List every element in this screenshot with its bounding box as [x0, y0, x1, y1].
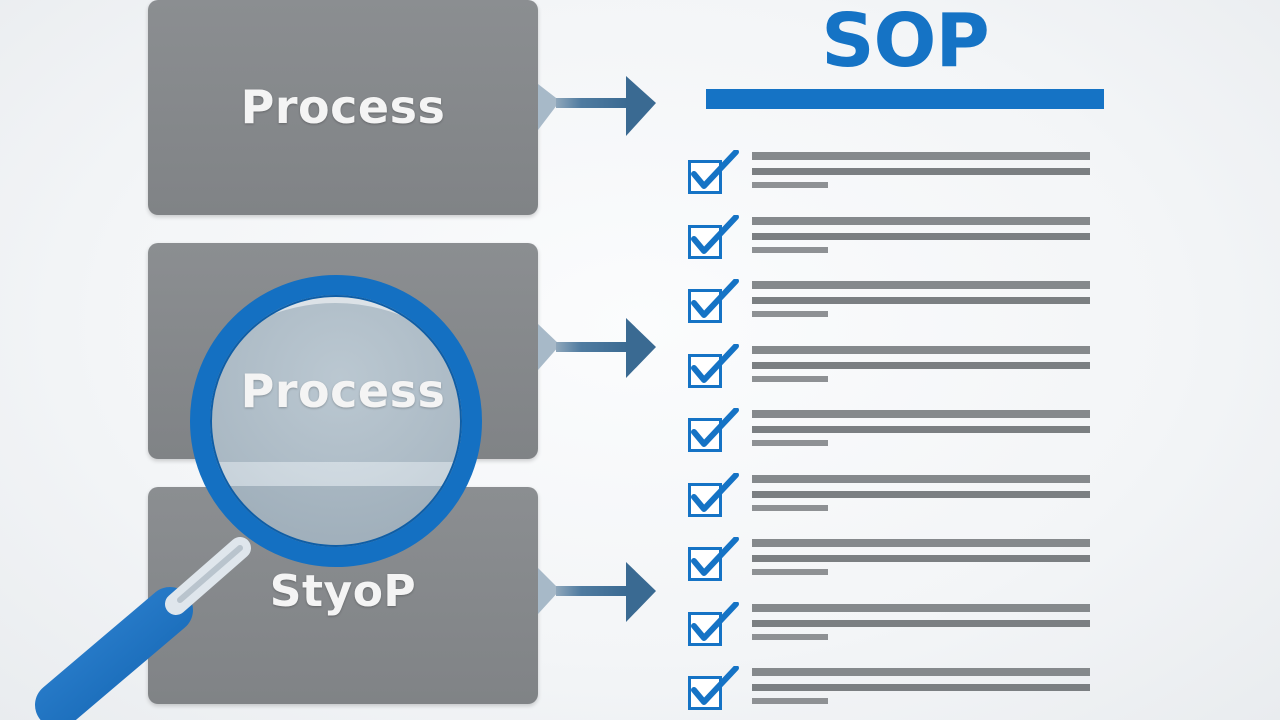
- checklist-item: [686, 537, 1096, 585]
- text-line-placeholder: [752, 619, 1090, 627]
- sop-title: SOP: [821, 0, 989, 84]
- text-line-placeholder: [752, 345, 1090, 354]
- arrow-right-icon: [538, 76, 656, 136]
- process-box-1-label: Process: [240, 80, 446, 134]
- text-line-placeholder: [752, 410, 1090, 418]
- checklist-item: [686, 666, 1096, 714]
- text-line-placeholder: [752, 539, 1090, 547]
- text-line-placeholder: [752, 361, 1090, 369]
- text-line-placeholder: [752, 440, 828, 446]
- text-line-placeholder: [752, 668, 1090, 676]
- text-line-placeholder: [752, 490, 1090, 498]
- check-mark-icon: [691, 343, 739, 383]
- text-line-placeholder: [752, 569, 828, 575]
- text-line-placeholder: [752, 603, 1090, 612]
- text-line-placeholder: [752, 168, 1090, 175]
- text-line-placeholder: [752, 182, 828, 188]
- text-line-placeholder: [752, 504, 828, 511]
- text-line-placeholder: [752, 232, 1090, 240]
- check-mark-icon: [691, 214, 739, 254]
- process-box-2-label: Process: [240, 364, 446, 418]
- check-mark-icon: [691, 601, 739, 641]
- text-line-placeholder: [752, 297, 1090, 304]
- checklist-item: [686, 601, 1096, 650]
- checklist-item: [686, 343, 1096, 392]
- text-line-placeholder: [752, 281, 1090, 289]
- check-mark-icon: [691, 150, 739, 189]
- text-line-placeholder: [752, 684, 1090, 691]
- arrow-right-icon: [538, 562, 656, 622]
- check-mark-icon: [691, 666, 739, 705]
- text-line-placeholder: [752, 426, 1090, 433]
- check-mark-icon: [691, 408, 739, 447]
- text-line-placeholder: [752, 152, 1090, 160]
- text-line-placeholder: [752, 246, 828, 253]
- check-mark-icon: [691, 279, 739, 318]
- process-box-1: [148, 0, 538, 215]
- text-line-placeholder: [752, 216, 1090, 225]
- text-line-placeholder: [752, 375, 828, 382]
- check-mark-icon: [691, 537, 739, 576]
- arrow-right-icon: [538, 318, 656, 378]
- text-line-placeholder: [752, 555, 1090, 562]
- checklist-item: [686, 472, 1096, 521]
- text-line-placeholder: [752, 698, 828, 704]
- title-underline: [706, 89, 1104, 109]
- text-line-placeholder: [752, 633, 828, 640]
- checklist-item: [686, 408, 1096, 456]
- checklist-item: [686, 279, 1096, 327]
- text-line-placeholder: [752, 474, 1090, 483]
- check-mark-icon: [691, 472, 739, 512]
- text-line-placeholder: [752, 311, 828, 317]
- checklist-item: [686, 150, 1096, 198]
- checklist-item: [686, 214, 1096, 263]
- process-box-3-label: StyoP: [269, 566, 417, 617]
